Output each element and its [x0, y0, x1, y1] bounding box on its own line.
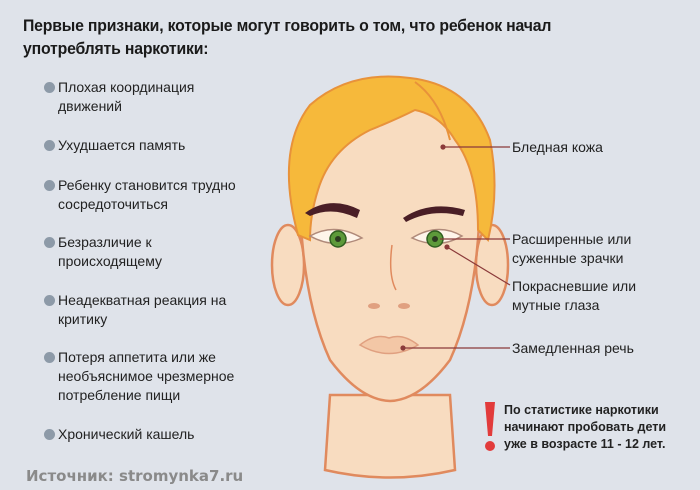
bullet-icon [44, 180, 55, 191]
exclamation-icon [485, 402, 495, 451]
statistics-note: По статистике наркотики начинают пробова… [504, 402, 694, 453]
symptom-item: Неадекватная реакция на критику [44, 291, 274, 329]
leader-lines [400, 144, 511, 351]
symptom-item: Потеря аппетита или же необъяснимое чрез… [44, 348, 274, 405]
title-line-1: Первые признаки, которые могут говорить … [23, 16, 552, 35]
symptom-item: Ребенку становится трудно сосредоточитьс… [44, 176, 274, 214]
neck [323, 393, 457, 479]
page-title: Первые признаки, которые могут говорить … [23, 14, 618, 60]
source-caption: Источник: stromynka7.ru [26, 467, 244, 485]
label-red-eyes: Покрасневшие или мутные глаза [512, 277, 636, 315]
symptom-text: Неадекватная реакция на [58, 292, 227, 308]
right-eyebrow [403, 206, 465, 222]
symptom-item: Ухудшается память [44, 136, 274, 155]
bullet-icon [44, 352, 55, 363]
label-pupils: Расширенные или суженные зрачки [512, 230, 631, 268]
symptom-text: сосредоточиться [58, 196, 168, 212]
note-text: По статистике наркотики [504, 403, 659, 417]
symptom-text: Хронический кашель [58, 426, 195, 442]
note-text: начинают пробовать дети [504, 420, 667, 434]
symptom-text: происходящему [58, 253, 162, 269]
title-line-2: употреблять наркотики: [23, 39, 209, 58]
symptom-text: Ухудшается память [58, 137, 186, 153]
symptom-text: Потеря аппетита или же [58, 349, 216, 365]
symptom-item: Хронический кашель [44, 425, 274, 444]
label-slow-speech: Замедленная речь [512, 339, 634, 358]
bullet-icon [44, 237, 55, 248]
symptom-text: движений [58, 98, 122, 114]
label-text: Бледная кожа [512, 139, 603, 155]
right-ear [474, 223, 510, 307]
bullet-icon [44, 429, 55, 440]
symptom-text: необъяснимое чрезмерное [58, 368, 235, 384]
symptom-text: потребление пищи [58, 387, 181, 403]
nose [389, 244, 397, 291]
left-eyebrow [305, 203, 360, 218]
bullet-icon [44, 82, 55, 93]
label-text: Расширенные или [512, 231, 632, 247]
label-text: мутные глаза [512, 297, 600, 313]
symptom-text: Безразличие к [58, 234, 152, 250]
label-text: Покрасневшие или [512, 278, 637, 294]
symptom-item: Плохая координация движений [44, 78, 274, 116]
label-pale-skin: Бледная кожа [512, 138, 603, 157]
label-text: суженные зрачки [512, 250, 624, 266]
bullet-icon [44, 295, 55, 306]
left-ear [270, 223, 306, 307]
symptom-text: критику [58, 311, 108, 327]
symptom-text: Ребенку становится трудно [58, 177, 236, 193]
symptom-text: Плохая координация [58, 79, 195, 95]
symptom-item: Безразличие к происходящему [44, 233, 274, 271]
label-text: Замедленная речь [512, 340, 634, 356]
bullet-icon [44, 140, 55, 151]
note-text: уже в возрасте 11 - 12 лет. [504, 437, 666, 451]
